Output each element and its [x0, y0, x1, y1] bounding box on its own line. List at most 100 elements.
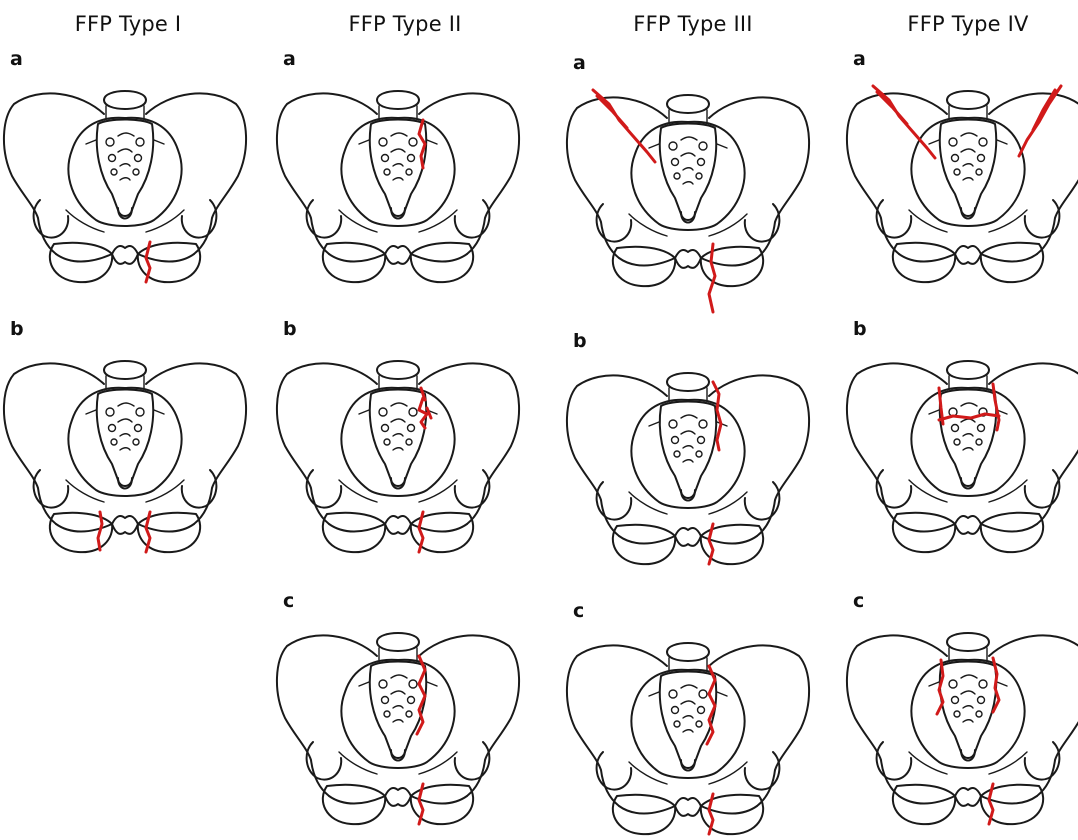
pubic-symphysis — [675, 798, 701, 816]
pelvis-panel: a — [273, 48, 523, 278]
iliac-wing-left — [709, 97, 809, 258]
pelvis-panel: a — [0, 48, 250, 278]
pelvis-outline — [277, 361, 519, 552]
pelvis-diagram — [563, 62, 813, 292]
pelvis-outline — [4, 91, 246, 282]
iliac-wing-right — [847, 363, 947, 524]
sacrum — [660, 124, 716, 221]
iliac-wing-left — [419, 635, 519, 796]
pelvis-panel: b — [0, 318, 250, 548]
vertebra — [377, 633, 419, 651]
sacrum — [660, 402, 716, 499]
iliac-wing-right — [277, 93, 377, 254]
iliac-wing-right — [4, 363, 104, 524]
pelvic-inlet — [911, 388, 1024, 496]
vertebra — [667, 95, 709, 113]
iliac-wing-left — [419, 93, 519, 254]
pelvis-diagram — [273, 600, 523, 830]
sacrum — [370, 390, 426, 487]
iliac-wing-right — [847, 635, 947, 796]
pelvis-outline — [847, 361, 1078, 552]
pubic-symphysis — [675, 250, 701, 268]
pelvis-panel: b — [843, 318, 1078, 548]
iliac-wing-right — [567, 645, 667, 806]
column-title: FFP Type II — [349, 12, 462, 36]
pubic-symphysis — [112, 516, 138, 534]
vertebra — [667, 373, 709, 391]
pelvic-inlet — [631, 670, 744, 778]
iliac-wing-left — [989, 635, 1078, 796]
pubic-symphysis — [675, 528, 701, 546]
vertebra — [667, 643, 709, 661]
pelvis-diagram — [563, 340, 813, 570]
iliac-wing-left — [989, 363, 1078, 524]
pelvis-panel: c — [843, 590, 1078, 820]
sacrum — [940, 120, 996, 217]
iliac-wing-right — [567, 97, 667, 258]
pelvis-outline — [567, 643, 809, 834]
pelvis-outline — [4, 361, 246, 552]
sacrum — [940, 662, 996, 759]
pelvis-outline — [567, 95, 809, 286]
pelvic-inlet — [341, 118, 454, 226]
column-title: FFP Type I — [75, 12, 182, 36]
pubic-symphysis — [385, 788, 411, 806]
pelvic-inlet — [631, 400, 744, 508]
pelvic-inlet — [68, 388, 181, 496]
pelvis-diagram — [0, 328, 250, 558]
pubic-symphysis — [385, 246, 411, 264]
pelvis-outline — [567, 373, 809, 564]
sacrum — [940, 390, 996, 487]
pelvis-outline — [277, 633, 519, 824]
iliac-wing-left — [989, 93, 1078, 254]
pelvis-panel: b — [273, 318, 523, 548]
fracture-lines — [417, 656, 425, 824]
pelvis-diagram — [563, 610, 813, 840]
pelvis-diagram — [843, 600, 1078, 830]
pelvis-panel: b — [563, 330, 813, 560]
pelvis-diagram — [0, 58, 250, 288]
pelvis-outline — [847, 633, 1078, 824]
pelvis-diagram — [843, 58, 1078, 288]
vertebra — [947, 91, 989, 109]
iliac-wing-right — [847, 93, 947, 254]
pelvis-panel: a — [563, 52, 813, 282]
iliac-wing-left — [146, 363, 246, 524]
column-title: FFP Type III — [633, 12, 752, 36]
vertebra — [377, 91, 419, 109]
sacrum — [97, 120, 153, 217]
sacrum — [97, 390, 153, 487]
iliac-wing-right — [277, 363, 377, 524]
pubic-symphysis — [112, 246, 138, 264]
pelvis-diagram — [273, 328, 523, 558]
iliac-wing-right — [567, 375, 667, 536]
pubic-symphysis — [955, 516, 981, 534]
fracture-lines — [873, 86, 1061, 158]
pubic-symphysis — [955, 788, 981, 806]
column-title: FFP Type IV — [907, 12, 1028, 36]
pubic-symphysis — [385, 516, 411, 534]
pelvic-inlet — [911, 660, 1024, 768]
iliac-wing-left — [146, 93, 246, 254]
vertebra — [104, 91, 146, 109]
pelvic-inlet — [68, 118, 181, 226]
iliac-wing-right — [277, 635, 377, 796]
pelvic-inlet — [911, 118, 1024, 226]
vertebra — [104, 361, 146, 379]
pelvis-outline — [277, 91, 519, 282]
pelvis-diagram — [843, 328, 1078, 558]
pubic-symphysis — [955, 246, 981, 264]
iliac-wing-left — [709, 645, 809, 806]
pelvis-panel: c — [273, 590, 523, 820]
iliac-wing-left — [709, 375, 809, 536]
pelvis-outline — [847, 91, 1078, 282]
pelvic-inlet — [631, 122, 744, 230]
vertebra — [947, 633, 989, 651]
pelvic-inlet — [341, 660, 454, 768]
iliac-wing-right — [4, 93, 104, 254]
pelvis-diagram — [273, 58, 523, 288]
vertebra — [377, 361, 419, 379]
pelvis-panel: a — [843, 48, 1078, 278]
pelvis-panel: c — [563, 600, 813, 830]
vertebra — [947, 361, 989, 379]
